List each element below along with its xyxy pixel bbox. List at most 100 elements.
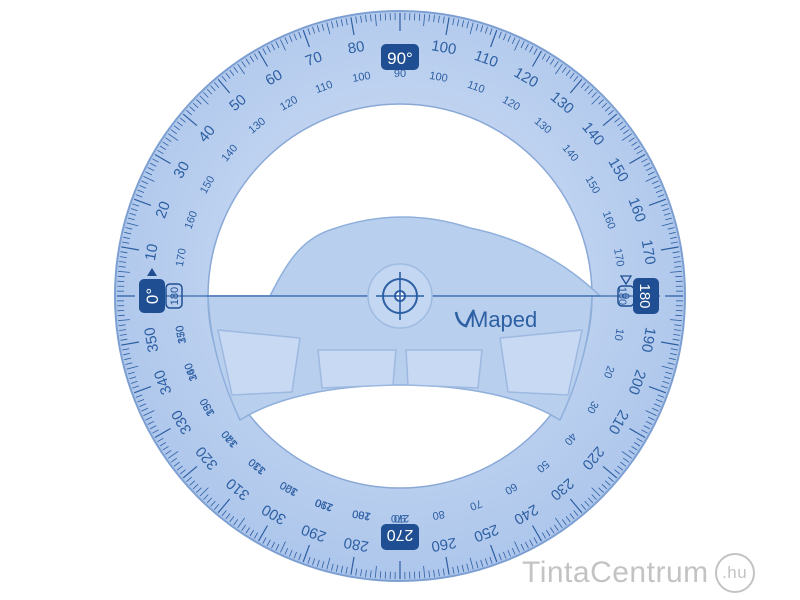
degree-label: 160	[183, 209, 201, 230]
grip-panel-3	[405, 349, 483, 389]
degree-tick	[602, 465, 618, 479]
degree-tick	[162, 445, 169, 451]
degree-tick	[206, 88, 213, 95]
degree-tick	[445, 17, 450, 36]
degree-tick	[553, 524, 559, 531]
degree-tick	[203, 494, 209, 500]
degree-tick	[127, 371, 135, 375]
degree-tick	[569, 72, 575, 79]
degree-tick	[645, 410, 657, 416]
degree-tick	[139, 185, 147, 189]
degree-tick	[484, 558, 488, 566]
degree-tick	[321, 23, 325, 31]
degree-tick	[167, 133, 179, 141]
degree-tick	[249, 529, 255, 537]
degree-tick	[127, 217, 135, 221]
degree-tick	[182, 465, 198, 479]
degree-tick	[137, 399, 145, 403]
degree-tick	[452, 18, 455, 26]
degree-tick	[598, 487, 604, 493]
degree-tick	[549, 527, 555, 534]
degree-tick	[524, 541, 529, 549]
degree-tick	[475, 23, 479, 31]
degree-tick	[480, 25, 484, 33]
brand-logo: Maped	[470, 307, 537, 332]
degree-tick	[331, 21, 334, 29]
degree-tick	[312, 558, 316, 566]
degree-tick	[179, 117, 186, 123]
degree-tick	[118, 324, 126, 326]
degree-tick	[266, 539, 271, 547]
svg-text:0°: 0°	[143, 288, 162, 304]
degree-tick	[591, 92, 597, 98]
degree-tick	[125, 227, 133, 230]
degree-tick	[647, 171, 655, 176]
degree-tick	[584, 500, 590, 507]
degree-tick	[438, 569, 440, 577]
degree-tick	[196, 99, 202, 105]
degree-tick	[490, 29, 498, 48]
degree-tick	[210, 500, 216, 507]
degree-tick	[489, 556, 493, 564]
degree-label: 190	[638, 326, 659, 354]
arrow-up-icon	[147, 268, 157, 276]
degree-tick	[173, 125, 180, 131]
degree-tick	[653, 185, 661, 189]
degree-tick	[484, 26, 488, 34]
degree-tick	[284, 37, 289, 45]
box-270: 270	[381, 524, 419, 550]
degree-tick	[345, 566, 348, 574]
degree-tick	[165, 137, 172, 143]
degree-tick	[119, 256, 127, 258]
degree-tick	[213, 82, 220, 88]
degree-tick	[623, 129, 630, 135]
degree-tick	[670, 348, 678, 351]
degree-tick	[452, 566, 455, 574]
degree-tick	[665, 217, 673, 221]
degree-tick	[587, 88, 594, 95]
degree-tick	[573, 75, 579, 82]
degree-tick	[293, 551, 297, 559]
degree-label: 170	[174, 247, 189, 267]
degree-tick	[147, 167, 155, 172]
svg-text:180: 180	[169, 287, 181, 305]
degree-label: 30	[584, 399, 601, 416]
degree-tick	[645, 167, 653, 172]
degree-tick	[130, 380, 138, 384]
degree-tick	[466, 563, 469, 571]
degree-tick	[660, 341, 679, 346]
degree-tick	[503, 551, 507, 559]
degree-label: 260	[430, 534, 458, 555]
degree-tick	[457, 19, 460, 27]
degree-tick	[507, 35, 511, 43]
degree-tick	[662, 380, 670, 384]
degree-ticks	[116, 12, 684, 580]
degree-tick	[335, 564, 339, 572]
degree-tick	[203, 92, 209, 98]
degree-label: 350	[141, 326, 162, 354]
degree-tick	[225, 72, 231, 79]
degree-tick	[668, 357, 676, 361]
grip-panel-4	[499, 329, 583, 396]
degree-tick	[262, 48, 267, 55]
degree-tick	[257, 50, 269, 67]
degree-tick	[293, 33, 297, 41]
degree-tick	[520, 543, 525, 551]
degree-tick	[620, 125, 627, 131]
degree-tick	[533, 48, 538, 55]
degree-tick	[645, 176, 657, 182]
watermark-name: TintaCentrum	[522, 556, 709, 589]
degree-tick	[189, 480, 196, 486]
degree-tick	[653, 403, 661, 407]
center-dome	[205, 216, 602, 297]
degree-tick	[262, 537, 267, 544]
degree-tick	[511, 37, 516, 45]
degree-tick	[221, 75, 227, 82]
degree-tick	[673, 256, 681, 258]
degree-tick	[340, 565, 343, 573]
degree-tick	[365, 569, 367, 577]
box-180: 180	[633, 278, 659, 314]
degree-tick	[555, 517, 563, 529]
degree-tick	[139, 403, 147, 407]
